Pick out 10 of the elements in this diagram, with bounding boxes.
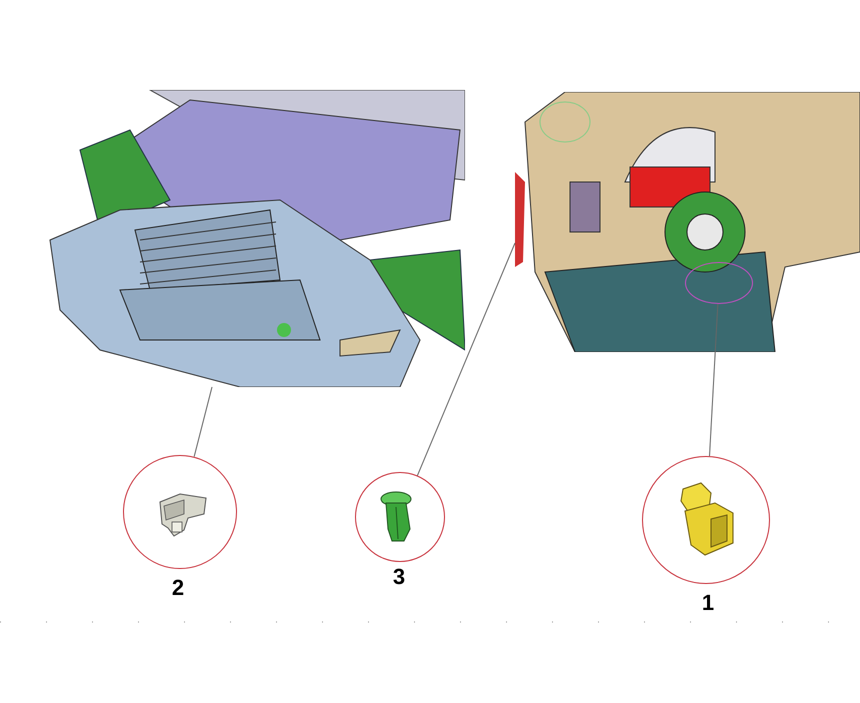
callout-circle [123, 455, 237, 569]
callout-circle [642, 456, 770, 584]
leader-line [709, 304, 718, 457]
callout-circle [355, 472, 445, 562]
callout-number: 3 [392, 566, 406, 588]
highlight-ellipse [685, 262, 753, 304]
callout-number: 2 [172, 577, 184, 599]
callout-number: 1 [702, 592, 714, 614]
leader-line [416, 242, 516, 476]
leader-line [194, 386, 212, 458]
